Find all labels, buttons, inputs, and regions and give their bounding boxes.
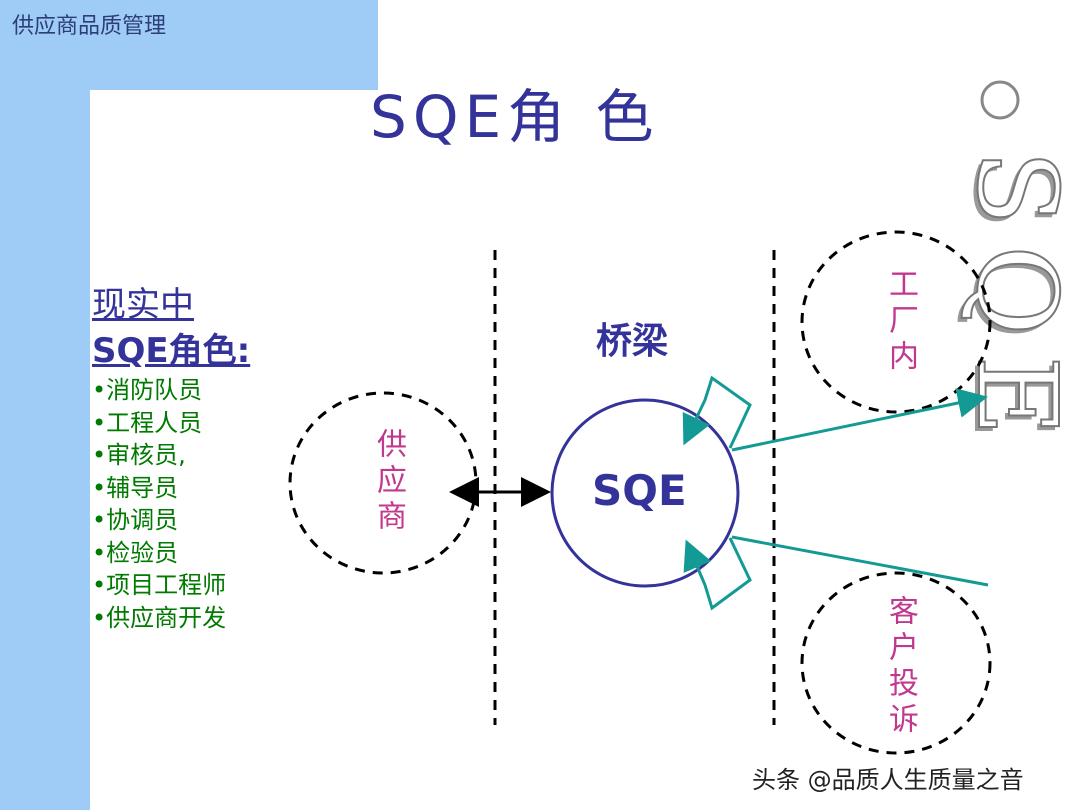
- feedback-arrow-bottom: [683, 537, 752, 611]
- factory-label: 工厂内: [883, 268, 918, 376]
- role-item: •工程人员: [92, 408, 203, 437]
- sqe-label: SQE: [592, 466, 687, 515]
- brand-label: 供应商品质管理: [12, 14, 167, 39]
- role-item: •检验员: [92, 538, 179, 567]
- decorative-circle: [980, 80, 1020, 120]
- bridge-label: 桥梁: [596, 321, 669, 362]
- factory-arrow: [731, 388, 988, 452]
- role-item: •协调员: [92, 506, 179, 534]
- side-band: [0, 0, 90, 810]
- sqe-circle: [550, 398, 740, 588]
- watermark: 头条 @品质人生质量之音: [752, 766, 1024, 794]
- complaint-circle: [800, 571, 992, 755]
- role-item: •审核员,: [92, 441, 186, 469]
- content-corner: [90, 90, 170, 170]
- slide-title: SQE角 色: [370, 83, 660, 151]
- feedback-arrow-top: [682, 375, 752, 449]
- roles-heading-2: SQE角色:: [92, 331, 251, 371]
- role-item: •辅导员: [92, 473, 179, 502]
- complaint-label: 客户投诉: [883, 595, 918, 739]
- role-item: •项目工程师: [92, 571, 227, 599]
- role-item: •消防队员: [92, 376, 203, 404]
- roles-heading-1: 现实中: [92, 285, 194, 325]
- supplier-label: 供应商: [371, 428, 406, 536]
- factory-circle: [800, 230, 992, 414]
- complaint-line: [731, 535, 989, 587]
- roles-list: 现实中 SQE角色: •消防队员 •工程人员 •审核员, •辅导员 •协调员 •…: [92, 282, 250, 634]
- role-item: •供应商开发: [92, 603, 227, 632]
